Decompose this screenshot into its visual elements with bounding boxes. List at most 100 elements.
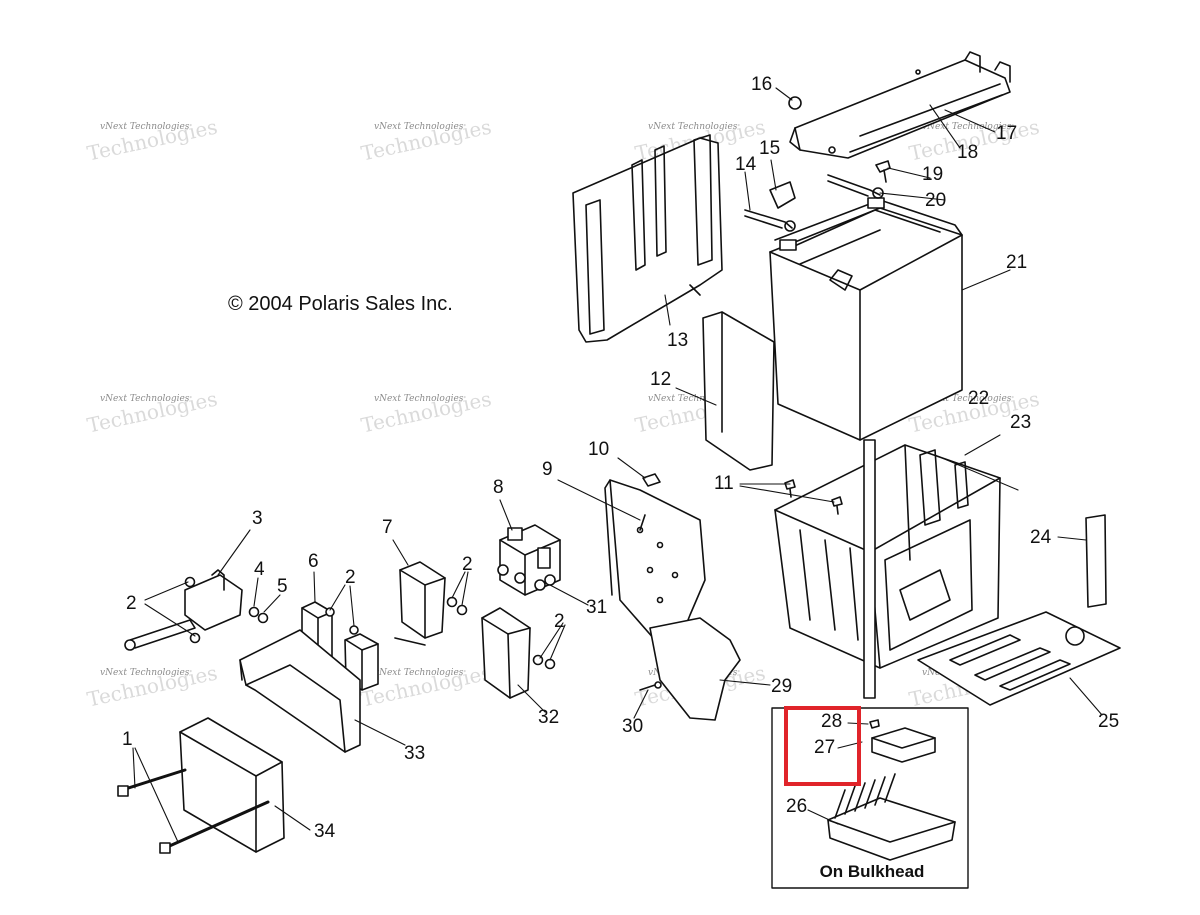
clip bbox=[642, 473, 661, 487]
callout-26: 26 bbox=[786, 796, 808, 817]
callout-21: 21 bbox=[1006, 252, 1028, 273]
screw bbox=[831, 496, 843, 515]
watermark-text: vNext Technologies bbox=[648, 394, 738, 404]
callout-30: 30 bbox=[622, 716, 644, 737]
callout-28: 28 bbox=[821, 711, 843, 732]
watermark: Technologies vNext Technologies bbox=[359, 661, 500, 714]
watermark: Technologies vNext Technologies bbox=[85, 387, 226, 440]
callout-13: 13 bbox=[667, 330, 689, 351]
callout-8: 8 bbox=[493, 477, 504, 498]
callout-31: 31 bbox=[586, 597, 608, 618]
watermark-text: vNext Technologies bbox=[374, 394, 464, 404]
highlight-box bbox=[784, 706, 861, 786]
callout-14: 14 bbox=[735, 154, 757, 175]
battery-hold-down bbox=[789, 51, 1011, 159]
callout-25: 25 bbox=[1098, 711, 1120, 732]
nut bbox=[257, 612, 269, 624]
callout-12: 12 bbox=[650, 369, 672, 390]
support-rod bbox=[863, 439, 876, 699]
bracket bbox=[649, 617, 741, 721]
nut bbox=[497, 564, 509, 576]
mounting-bracket bbox=[239, 629, 426, 753]
nut bbox=[514, 572, 526, 584]
terminal-cap bbox=[769, 181, 796, 209]
screw bbox=[869, 719, 880, 729]
callout-23: 23 bbox=[1010, 412, 1032, 433]
callout-4: 4 bbox=[254, 559, 265, 580]
nut bbox=[349, 625, 359, 635]
inset-frame bbox=[771, 707, 969, 889]
battery bbox=[769, 197, 963, 441]
watermark: Technologies vNext Technologies bbox=[907, 387, 1048, 440]
module-on-bulkhead bbox=[871, 727, 936, 763]
watermark-text: vNext Technologies bbox=[922, 122, 1012, 132]
shield-plate bbox=[572, 134, 723, 343]
watermark: Technologies vNext Technologies bbox=[633, 115, 774, 168]
bolt bbox=[163, 800, 270, 850]
copyright-notice: © 2004 Polaris Sales Inc. bbox=[228, 293, 453, 315]
callout-3: 3 bbox=[252, 508, 263, 529]
watermark-text: vNext Technologies bbox=[100, 668, 190, 678]
watermark-text: vNext Technologies bbox=[100, 394, 190, 404]
callout-19: 19 bbox=[922, 164, 944, 185]
watermark-text: vNext Technologies bbox=[922, 394, 1012, 404]
callout-10: 10 bbox=[588, 439, 610, 460]
watermark: Technologies vNext Technologies bbox=[85, 661, 226, 714]
callout-18: 18 bbox=[957, 142, 979, 163]
nut bbox=[189, 632, 201, 644]
nut bbox=[544, 574, 556, 586]
relay-module bbox=[399, 561, 446, 639]
callout-22: 22 bbox=[968, 388, 990, 409]
foam-strip bbox=[1085, 514, 1107, 608]
callout-7: 7 bbox=[382, 517, 393, 538]
battery-pad bbox=[702, 311, 775, 471]
watermark: Technologies vNext Technologies bbox=[359, 387, 500, 440]
battery-cable bbox=[827, 174, 881, 196]
battery-box bbox=[774, 444, 1001, 669]
callout-17: 17 bbox=[996, 123, 1018, 144]
callout-34: 34 bbox=[314, 821, 336, 842]
callout-9: 9 bbox=[542, 459, 553, 480]
watermark: Technologies vNext Technologies bbox=[359, 115, 500, 168]
nut bbox=[184, 576, 196, 588]
callout-1: 1 bbox=[122, 729, 133, 750]
callout-33: 33 bbox=[404, 743, 426, 764]
battery-tray bbox=[917, 611, 1121, 706]
watermark-text: vNext Technologies bbox=[100, 122, 190, 132]
callout-27: 27 bbox=[814, 737, 836, 758]
callout-2: 2 bbox=[462, 554, 473, 575]
callout-29: 29 bbox=[771, 676, 793, 697]
callout-15: 15 bbox=[759, 138, 781, 159]
callout-16: 16 bbox=[751, 74, 773, 95]
mounting-plate bbox=[604, 479, 706, 641]
bolt bbox=[875, 160, 891, 183]
battery-cable bbox=[744, 209, 793, 229]
inset-caption: On Bulkhead bbox=[819, 862, 925, 881]
callout-32: 32 bbox=[538, 707, 560, 728]
callout-20: 20 bbox=[925, 190, 947, 211]
nut bbox=[325, 607, 335, 617]
regulator-assembly bbox=[124, 569, 243, 651]
nut bbox=[534, 579, 546, 591]
relay-module bbox=[481, 607, 531, 699]
callout-2: 2 bbox=[345, 567, 356, 588]
callout-2: 2 bbox=[554, 611, 565, 632]
watermark-text: vNext Technologies bbox=[374, 122, 464, 132]
callout-24: 24 bbox=[1030, 527, 1052, 548]
bolt bbox=[120, 768, 187, 792]
cdi-box bbox=[179, 717, 285, 853]
callout-5: 5 bbox=[277, 576, 288, 597]
nut bbox=[456, 604, 468, 616]
callout-11: 11 bbox=[714, 473, 734, 494]
callout-2: 2 bbox=[126, 593, 137, 614]
watermark: Technologies vNext Technologies bbox=[907, 115, 1048, 168]
heat-sink bbox=[827, 773, 956, 861]
nut bbox=[446, 596, 458, 608]
watermark-text: vNext Technologies bbox=[374, 668, 464, 678]
screw bbox=[639, 684, 656, 691]
callout-6: 6 bbox=[308, 551, 319, 572]
watermark-text: vNext Technologies bbox=[648, 122, 738, 132]
watermark: Technologies vNext Technologies bbox=[85, 115, 226, 168]
